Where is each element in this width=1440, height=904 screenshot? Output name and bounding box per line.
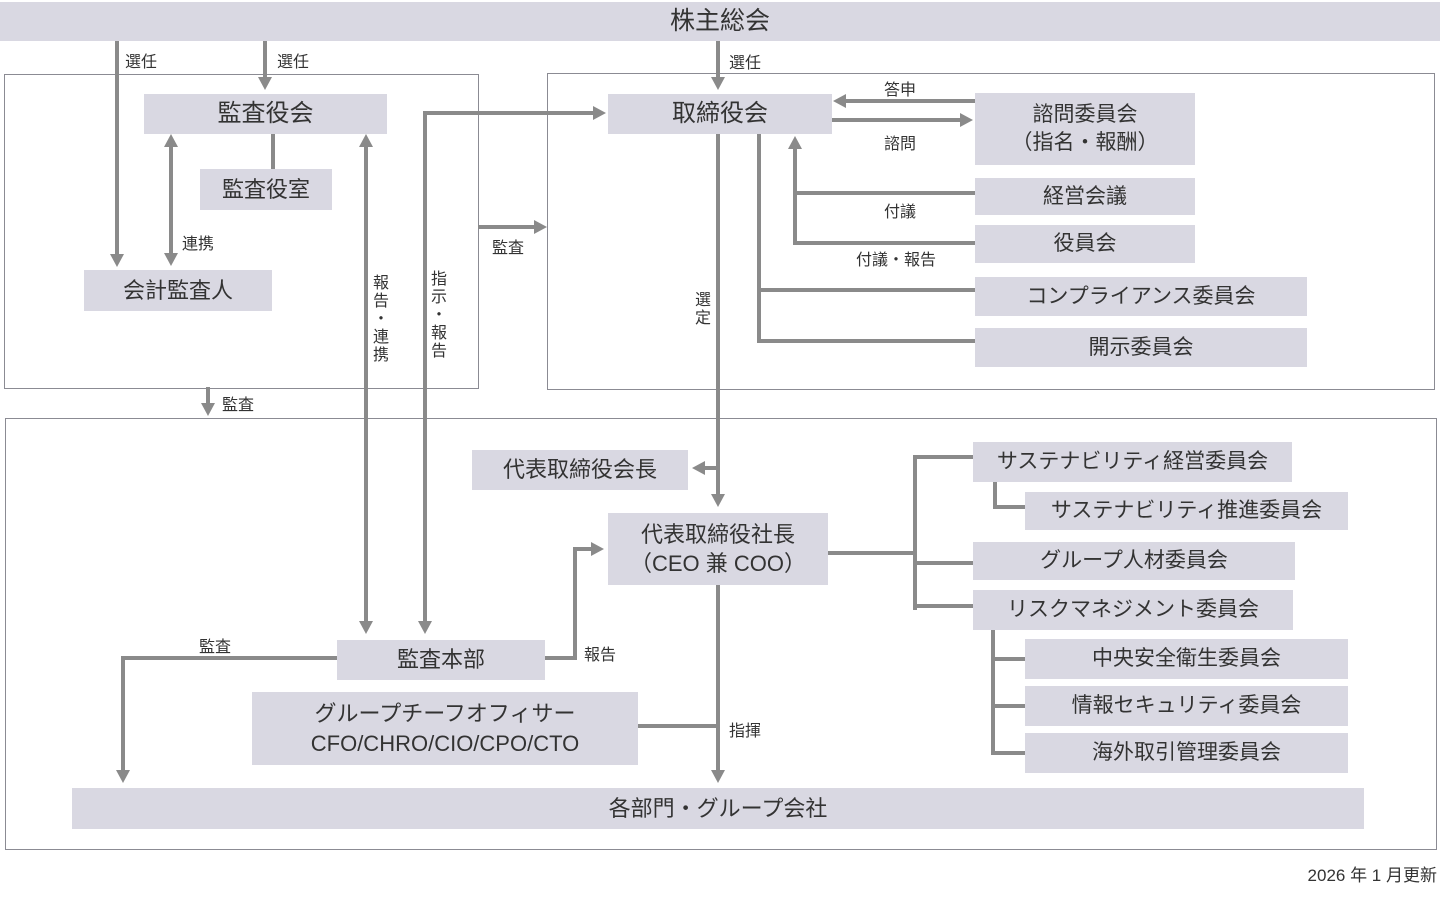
- node-board-of-directors: 取締役会: [608, 94, 832, 134]
- connector-report-cooperate: [364, 146, 368, 622]
- node-audit-hq: 監査本部: [337, 640, 545, 680]
- label-audit-mid: 監査: [492, 240, 525, 257]
- arrowhead-right-icon: [534, 220, 547, 234]
- connector-gco-link: [638, 724, 720, 728]
- frame-board-section: [547, 73, 1435, 390]
- connector-appoint-accounting-auditor: [115, 41, 119, 254]
- connector-president-right: [828, 551, 917, 555]
- arrowhead-right-icon: [591, 542, 604, 556]
- connector-report-to-board: [846, 99, 975, 103]
- connector-audit-board: [478, 225, 536, 229]
- node-president-ceo-coo: 代表取締役社長 （CEO 兼 COO）: [608, 513, 828, 585]
- label-cooperate: 連携: [182, 236, 215, 253]
- node-info-security-committee: 情報セキュリティ委員会: [1025, 686, 1348, 726]
- label-submit-report: 付議・報告: [856, 252, 937, 269]
- connector-appoint-board: [716, 41, 720, 79]
- arrowhead-down-icon: [164, 253, 178, 266]
- node-divisions-group-companies: 各部門・グループ会社: [72, 788, 1364, 829]
- connector-sustainability-mgmt: [913, 455, 975, 459]
- node-management-meeting: 経営会議: [975, 178, 1195, 215]
- arrowhead-right-icon: [593, 106, 606, 120]
- connector-compliance: [757, 288, 975, 292]
- node-disclosure-committee: 開示委員会: [975, 328, 1307, 367]
- label-instruct-report: 指示・報告: [428, 270, 445, 360]
- arrowhead-down-icon: [418, 621, 432, 634]
- arrowhead-down-icon: [711, 770, 725, 783]
- arrowhead-up-icon: [164, 134, 178, 147]
- arrowhead-down-icon: [258, 77, 272, 90]
- node-shareholders-meeting: 株主総会: [0, 2, 1440, 41]
- connector-group-hr: [915, 561, 975, 565]
- node-audit-board: 監査役会: [144, 94, 387, 134]
- arrowhead-down-icon: [116, 770, 130, 783]
- connector-submit-management: [793, 191, 975, 195]
- connector-central-safety: [991, 657, 1025, 661]
- arrowhead-down-icon: [711, 77, 725, 90]
- node-chairman: 代表取締役会長: [472, 450, 688, 490]
- node-risk-mgmt-committee: リスクマネジメント委員会: [973, 590, 1293, 630]
- node-officers-meeting: 役員会: [975, 225, 1195, 263]
- node-overseas-trade-committee: 海外取引管理委員会: [1025, 733, 1348, 773]
- node-accounting-auditor: 会計監査人: [84, 270, 272, 311]
- connector-cooperate: [169, 146, 173, 254]
- updated-date: 2026 年 1 月更新: [1307, 866, 1437, 885]
- arrowhead-down-icon: [201, 403, 215, 416]
- connector-submit-officers: [793, 241, 975, 245]
- label-select: 選定: [692, 291, 709, 327]
- connector-president-committee-spine: [913, 455, 917, 610]
- label-consult: 諮問: [884, 136, 917, 153]
- connector-risk-sub-v: [991, 630, 995, 755]
- connector-sustainability-sub-v: [993, 478, 997, 509]
- connector-audit-divisions-h: [121, 656, 337, 660]
- label-audit-section: 監査: [222, 397, 255, 414]
- frame-audit-section: [4, 74, 479, 389]
- node-compliance-committee: コンプライアンス委員会: [975, 277, 1307, 316]
- connector-instruct-report-vertical: [423, 111, 427, 622]
- connector-info-security: [991, 704, 1025, 708]
- node-sustainability-promo-committee: サステナビリティ推進委員会: [1025, 492, 1348, 530]
- arrowhead-up-icon: [359, 134, 373, 147]
- arrowhead-down-icon: [711, 494, 725, 507]
- connector-risk-mgmt: [913, 604, 975, 608]
- node-sustainability-mgmt-committee: サステナビリティ経営委員会: [973, 442, 1292, 482]
- connector-consult: [832, 118, 962, 122]
- connector-report-2: [573, 547, 577, 660]
- label-report-to-board: 答申: [884, 82, 917, 99]
- connector-report-3: [577, 547, 591, 551]
- arrowhead-right-icon: [960, 113, 973, 127]
- connector-audit-section: [206, 387, 210, 404]
- connector-command: [716, 585, 720, 772]
- label-report: 報告: [584, 647, 617, 664]
- connector-committee-spine: [757, 133, 761, 343]
- connector-overseas-trade: [991, 751, 1025, 755]
- arrowhead-left-icon: [692, 461, 705, 475]
- connector-submit-spine: [793, 148, 797, 245]
- node-central-safety-committee: 中央安全衛生委員会: [1025, 639, 1348, 679]
- arrowhead-down-icon: [359, 621, 373, 634]
- connector-select-chairman: [703, 466, 718, 470]
- node-group-hr-committee: グループ人材委員会: [973, 542, 1295, 580]
- node-advisory-committee: 諮問委員会 （指名・報酬）: [975, 93, 1195, 165]
- arrowhead-down-icon: [110, 254, 124, 267]
- connector-audit-office: [271, 133, 275, 169]
- connector-select: [716, 133, 720, 495]
- label-command: 指揮: [729, 723, 762, 740]
- node-audit-office: 監査役室: [200, 169, 332, 210]
- arrowhead-left-icon: [833, 94, 846, 108]
- label-submit: 付議: [884, 204, 917, 221]
- node-group-chief-officers: グループチーフオフィサー CFO/CHRO/CIO/CPO/CTO: [252, 692, 638, 765]
- label-appoint-1: 選任: [125, 54, 158, 71]
- connector-appoint-audit-board: [263, 41, 267, 79]
- label-appoint-2: 選任: [277, 54, 310, 71]
- arrowhead-up-icon: [788, 136, 802, 149]
- frame-execution-section: [5, 418, 1437, 850]
- label-audit-bottom: 監査: [199, 639, 232, 656]
- connector-audit-divisions-v: [121, 656, 125, 772]
- connector-instruct-report-horizontal: [423, 111, 595, 115]
- connector-disclosure: [757, 339, 975, 343]
- connector-sustainability-promo: [993, 505, 1025, 509]
- label-report-cooperate: 報告・連携: [370, 274, 387, 364]
- connector-report-1: [545, 656, 577, 660]
- label-appoint-3: 選任: [729, 55, 762, 72]
